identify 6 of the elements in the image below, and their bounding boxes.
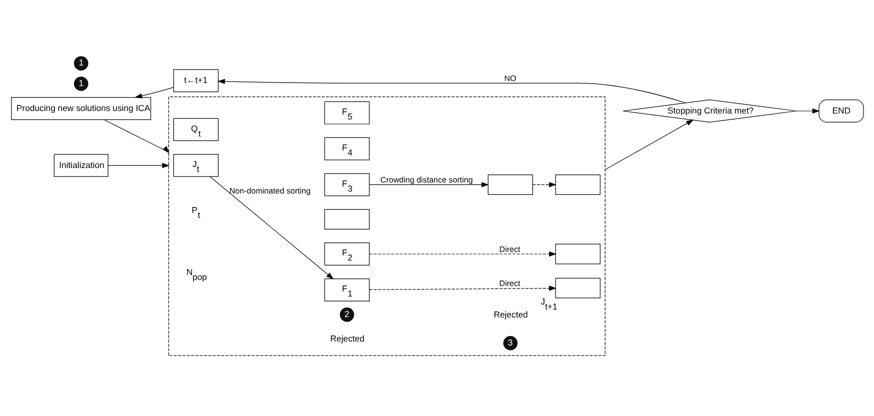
label: 3 [507, 336, 512, 347]
label: 1 [78, 57, 84, 68]
label: Rejected [493, 309, 528, 320]
label: 1 [78, 78, 84, 88]
label: Rejected [330, 333, 364, 344]
label: 2 [344, 308, 349, 318]
